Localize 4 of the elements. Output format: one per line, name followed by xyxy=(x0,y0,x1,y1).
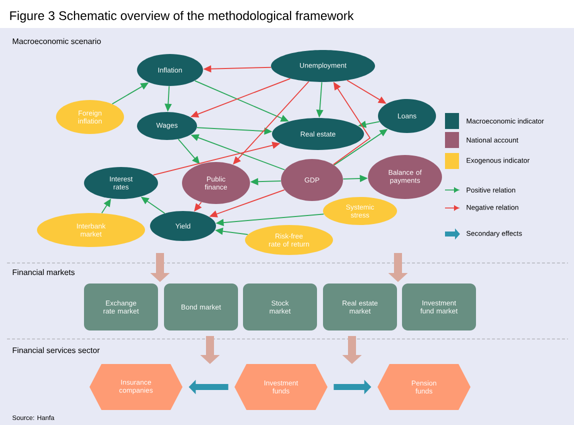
title: Figure 3 Schematic overview of the methodological framework xyxy=(10,10,354,23)
section-label: Financial services sector xyxy=(12,347,100,354)
section-label: Financial markets xyxy=(12,269,75,276)
section-label: Macroeconomic scenario xyxy=(12,38,101,44)
